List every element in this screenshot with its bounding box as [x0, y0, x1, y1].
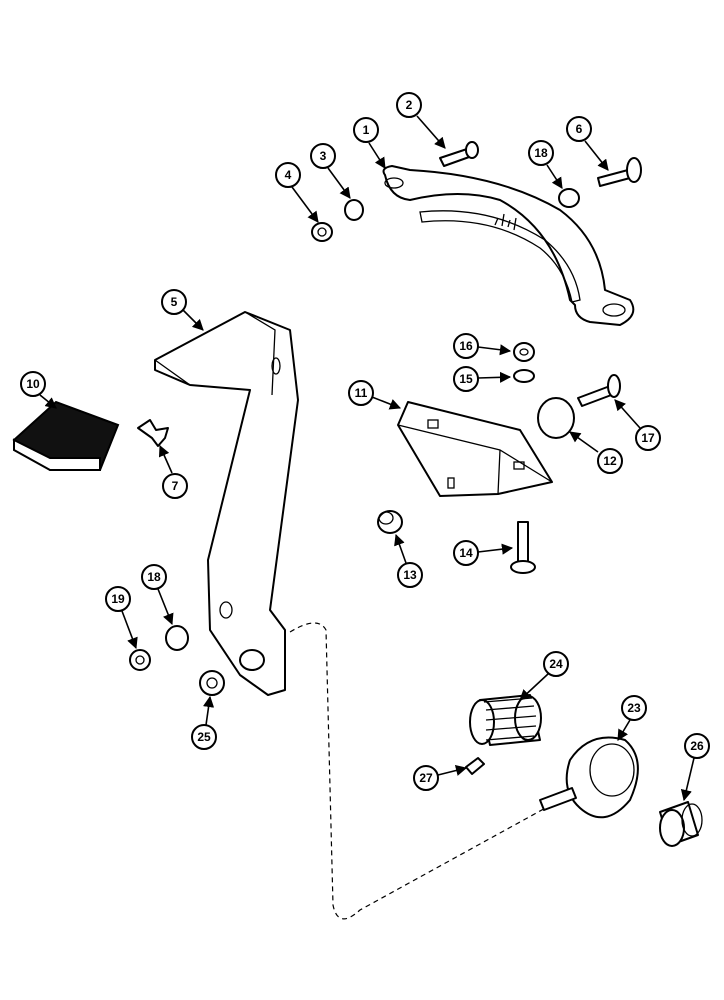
svg-text:24: 24 [549, 657, 563, 671]
callout-2: 2 [396, 92, 446, 149]
callout-17: 17 [614, 399, 661, 451]
svg-text:19: 19 [111, 592, 125, 606]
svg-text:13: 13 [403, 568, 417, 582]
svg-text:26: 26 [690, 739, 704, 753]
nut-part-16 [513, 342, 535, 362]
callout-18-bottom: 18 [141, 564, 174, 626]
callout-16: 16 [453, 333, 512, 359]
pin-part-27 [465, 757, 485, 775]
svg-text:5: 5 [171, 295, 178, 309]
svg-text:7: 7 [172, 479, 179, 493]
pedal-bracket-part-5 [154, 311, 299, 696]
callout-26: 26 [680, 733, 710, 802]
svg-text:27: 27 [419, 771, 433, 785]
carriage-bolt-part-17 [577, 374, 621, 407]
quadrant-plate-part-1 [382, 165, 635, 326]
callout-14: 14 [453, 540, 514, 566]
linkage-dashed-line [289, 622, 561, 920]
carriage-bolt-part-6 [597, 157, 642, 187]
callout-13: 13 [394, 533, 423, 588]
svg-text:18: 18 [147, 570, 161, 584]
washer-part-18-top [558, 188, 580, 208]
washer-part-3 [344, 199, 364, 221]
foot-pad-part-10 [12, 400, 120, 471]
svg-text:12: 12 [603, 454, 617, 468]
svg-text:4: 4 [285, 168, 292, 182]
svg-text:16: 16 [459, 339, 473, 353]
lock-washer-part-15 [513, 369, 535, 383]
bolt-part-2 [439, 141, 479, 167]
callout-19: 19 [105, 586, 138, 650]
wing-nut-part-7 [137, 419, 169, 447]
spacer-part-13 [377, 510, 403, 534]
svg-text:10: 10 [26, 377, 40, 391]
ring-part-26 [659, 801, 703, 847]
callout-12: 12 [569, 431, 623, 474]
nut-part-4 [311, 222, 333, 242]
callout-6: 6 [566, 116, 609, 171]
svg-text:15: 15 [459, 372, 473, 386]
callout-18-top: 18 [528, 140, 563, 189]
screw-part-14 [510, 521, 536, 574]
callout-1: 1 [353, 117, 386, 169]
callout-7: 7 [158, 444, 188, 499]
svg-text:1: 1 [363, 123, 370, 137]
svg-text:14: 14 [459, 546, 473, 560]
callout-5: 5 [161, 289, 204, 331]
svg-text:25: 25 [197, 730, 211, 744]
nut-part-19 [129, 649, 151, 671]
callout-10: 10 [20, 371, 57, 409]
splined-hub-part-24 [469, 694, 542, 746]
mounting-bracket-part-11 [397, 401, 553, 497]
callout-25: 25 [191, 695, 217, 750]
callout-3: 3 [310, 143, 351, 199]
nut-part-25 [199, 670, 225, 696]
callout-23: 23 [617, 695, 647, 741]
knob-part-23 [539, 736, 639, 819]
svg-text:6: 6 [576, 122, 583, 136]
svg-text:17: 17 [641, 431, 655, 445]
callout-27: 27 [413, 765, 468, 791]
svg-text:2: 2 [406, 98, 413, 112]
svg-text:3: 3 [320, 149, 327, 163]
callout-11: 11 [348, 380, 402, 410]
callout-15: 15 [453, 366, 512, 392]
callout-24: 24 [519, 651, 569, 701]
callout-4: 4 [275, 162, 319, 223]
washer-part-12 [537, 397, 575, 439]
washer-part-18-bottom [165, 625, 189, 651]
svg-text:18: 18 [534, 146, 548, 160]
svg-text:11: 11 [355, 386, 368, 400]
svg-text:23: 23 [627, 701, 641, 715]
